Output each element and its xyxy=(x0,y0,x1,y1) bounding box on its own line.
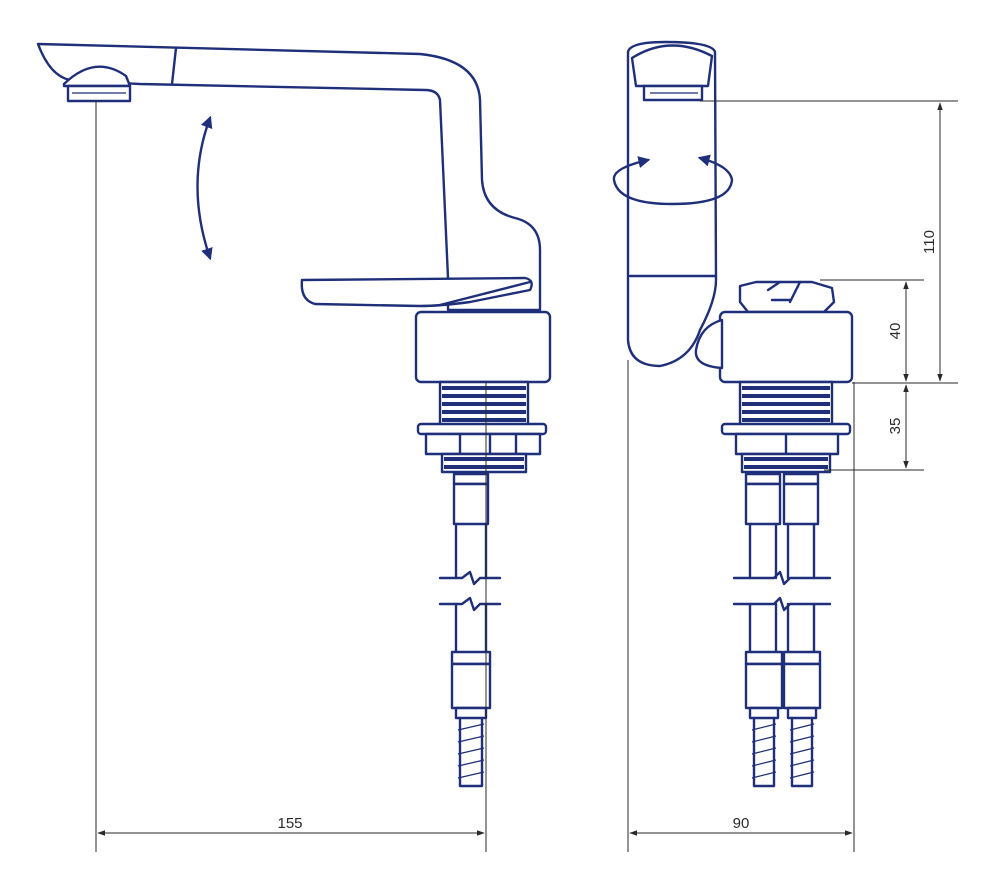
side-view xyxy=(36,42,552,788)
front-body xyxy=(694,280,854,474)
front-supply-hoses xyxy=(732,472,832,788)
dim-40-label: 40 xyxy=(887,323,904,340)
dim-35-label: 35 xyxy=(887,418,904,435)
front-swivel-arrow xyxy=(612,154,734,206)
front-view xyxy=(612,40,854,788)
front-spout xyxy=(626,40,718,368)
side-swivel-arrow xyxy=(196,115,213,261)
dim-110-label: 110 xyxy=(921,230,938,254)
side-body xyxy=(414,310,552,474)
side-lever-handle xyxy=(300,276,533,308)
side-spout xyxy=(36,42,542,312)
dim-155-label: 155 xyxy=(277,815,302,832)
dimension-lines: 155 90 110 40 35 xyxy=(95,100,958,852)
side-supply-hose xyxy=(438,472,502,788)
dim-90-label: 90 xyxy=(733,815,750,832)
